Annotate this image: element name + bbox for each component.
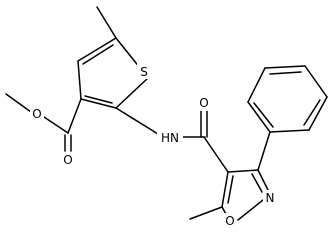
- ester-carbonyl-oxygen-label: O: [63, 153, 72, 167]
- isoxazole-n-c3-inner-bond: [251, 173, 263, 193]
- isoxazole-n-c3-bond: [257, 169, 269, 191]
- thiophene-c5-s-bond: [115, 37, 141, 69]
- atom-labels: S HN O O O O N: [30, 63, 277, 229]
- phenyl-bond-1: [247, 101, 271, 133]
- ester-o-methyl-bond: [5, 93, 32, 113]
- thiophene-c4-c5-bond: [77, 37, 117, 62]
- phenyl-inner-bond-b: [303, 99, 321, 126]
- ester-ether-oxygen-label: O: [32, 107, 41, 121]
- isoxazole-c4-c5-bond: [221, 171, 229, 208]
- phenyl-bond-3: [264, 65, 306, 69]
- thiophene-c3-c4-bond: [77, 60, 82, 100]
- ester-carbonyl-oxygen-label-bg: [61, 152, 75, 168]
- phenyl-bond-6: [269, 129, 310, 133]
- isoxazole-oxygen-label: O: [225, 214, 234, 228]
- thiophene-methyl-bond: [96, 6, 117, 39]
- isoxazole-nitrogen-label-bg: [263, 190, 277, 206]
- isoxazole-nitrogen-label: N: [266, 191, 275, 205]
- isoxazole-o-n-bond: [237, 199, 264, 221]
- phenyl-inner-bond-c: [253, 102, 274, 128]
- amide-carbonyl-isoxazole-bond: [203, 136, 229, 173]
- amide-oxygen-label-bg: [197, 95, 211, 111]
- isoxazole-methyl-bond: [189, 206, 223, 220]
- nh-label-bg: [157, 129, 183, 145]
- amide-oxygen-label: O: [199, 96, 208, 110]
- ester-c3-carbonyl-bond: [67, 98, 82, 134]
- bond-lines: [5, 6, 328, 221]
- isoxazole-phenyl-bond: [257, 131, 271, 171]
- isoxazole-c4-c5-inner-bond: [227, 175, 234, 204]
- sulfur-label-bg: [137, 63, 151, 79]
- ester-c-o-bond: [43, 116, 69, 134]
- thiophene-s-c2-bond: [115, 77, 149, 109]
- isoxazole-c3-c4-bond: [227, 169, 259, 173]
- phenyl-bond-5: [308, 96, 328, 131]
- phenyl-bond-2: [247, 67, 266, 103]
- thiophene-c4-c5-inner-bond: [82, 44, 114, 65]
- ester-ether-oxygen-label-bg: [30, 106, 44, 122]
- thiophene-c2-c3-inner-bond: [84, 95, 113, 104]
- c2-nh-bond: [115, 107, 159, 135]
- amide-nitrogen-label: HN: [161, 131, 179, 145]
- thiophene-c2-c3-bond: [80, 98, 117, 109]
- isoxazole-oxygen-label-bg: [223, 213, 237, 229]
- thiophene-sulfur-label: S: [140, 65, 148, 79]
- isoxazole-c5-o-bond: [221, 206, 227, 215]
- phenyl-inner-bond-a: [269, 71, 302, 75]
- phenyl-bond-4: [304, 65, 328, 98]
